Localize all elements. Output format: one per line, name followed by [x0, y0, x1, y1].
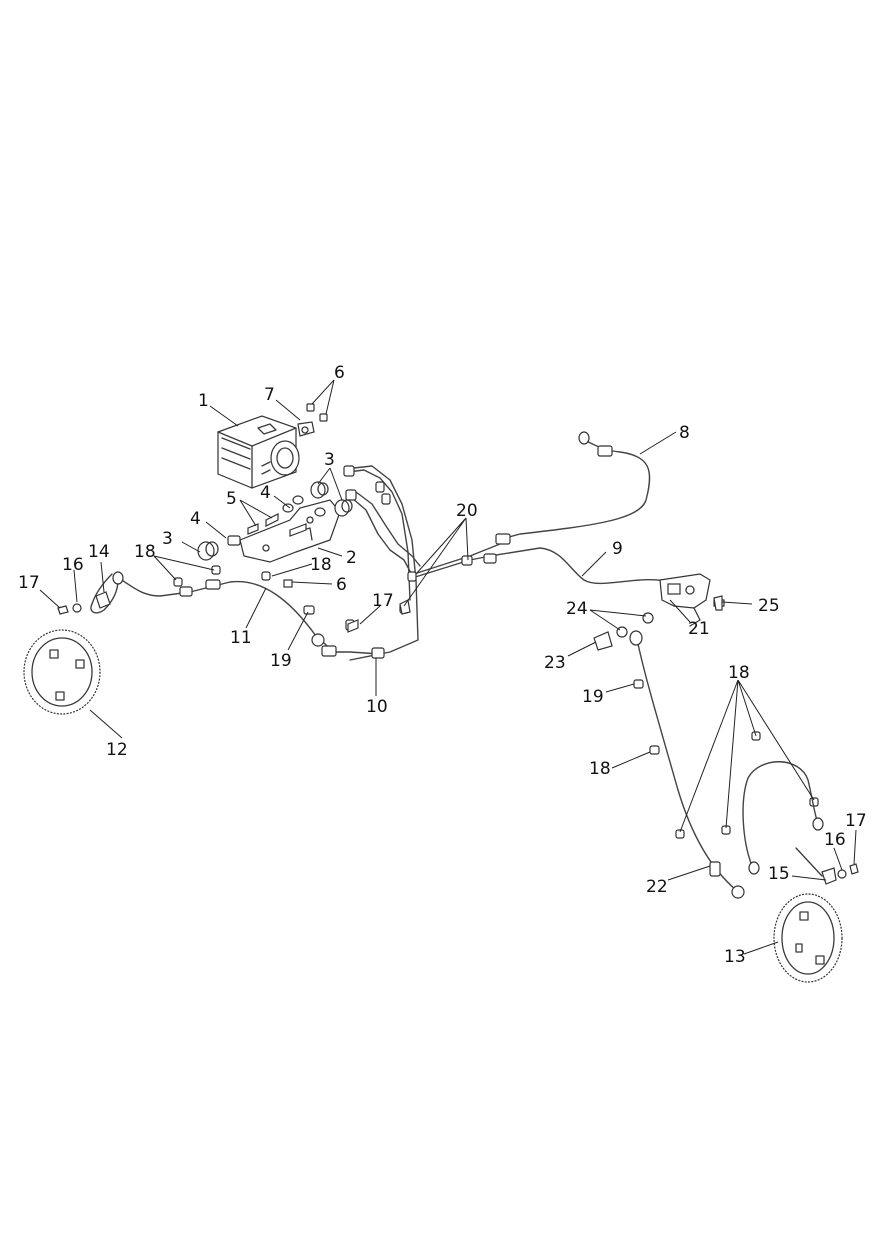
grommet-part — [197, 481, 353, 561]
callout-4-left: 4 — [190, 509, 201, 529]
callout-18-left: 18 — [134, 542, 156, 562]
clip-part — [633, 679, 819, 839]
callout-17-middle: 17 — [372, 591, 394, 611]
wheel-speed-sensor-front — [90, 571, 124, 614]
callout-10: 10 — [366, 697, 388, 717]
wheel-speed-sensor-rear — [742, 761, 859, 885]
clip-part — [173, 565, 355, 631]
callout-5: 5 — [226, 489, 237, 509]
callout-17-left: 17 — [18, 573, 40, 593]
callout-1: 1 — [198, 391, 209, 411]
callout-21: 21 — [688, 619, 710, 639]
callout-9: 9 — [612, 539, 623, 559]
callout-4-right: 4 — [260, 483, 271, 503]
callout-11: 11 — [230, 628, 252, 648]
callout-6-lower: 6 — [336, 575, 347, 595]
callout-18-middle: 18 — [310, 555, 332, 575]
callout-19-left: 19 — [270, 651, 292, 671]
callout-13: 13 — [724, 947, 746, 967]
callout-16-left: 16 — [62, 555, 84, 575]
callout-22: 22 — [646, 877, 668, 897]
abs-reluctor-ring-front — [23, 629, 101, 715]
washer-part — [57, 603, 82, 615]
callout-18-rear: 18 — [589, 759, 611, 779]
abs-modulator-part — [217, 415, 300, 489]
leader-lines — [39, 379, 857, 955]
brake-hose-11 — [91, 573, 385, 659]
callout-20: 20 — [456, 501, 478, 521]
callout-23: 23 — [544, 653, 566, 673]
callout-labels: 1 2 3 3 4 4 5 6 6 7 8 9 10 11 12 13 14 1… — [18, 363, 867, 967]
callout-2: 2 — [346, 548, 357, 568]
callout-15: 15 — [768, 864, 790, 884]
bolt-part — [347, 599, 411, 633]
callout-12: 12 — [106, 740, 128, 760]
brake-pipe-bundle — [343, 465, 421, 661]
callout-6-top: 6 — [334, 363, 345, 383]
callout-18-rear-group: 18 — [728, 663, 750, 683]
callout-17-right: 17 — [845, 811, 867, 831]
junction-block-part — [659, 573, 725, 627]
abs-reluctor-ring-rear — [773, 893, 843, 983]
brake-hose-8 — [495, 431, 651, 545]
bolt-part — [297, 403, 328, 437]
bolt-part — [713, 595, 723, 611]
brake-hose-22 — [629, 630, 745, 899]
callout-24: 24 — [566, 599, 588, 619]
callout-14: 14 — [88, 542, 110, 562]
spacer-part — [227, 495, 326, 546]
callout-19-rear: 19 — [582, 687, 604, 707]
bolt-part — [247, 513, 307, 588]
callout-25: 25 — [758, 596, 780, 616]
callout-3-right: 3 — [324, 450, 335, 470]
callout-3-left: 3 — [162, 529, 173, 549]
callout-16-right: 16 — [824, 830, 846, 850]
callout-8: 8 — [679, 423, 690, 443]
callout-7: 7 — [264, 385, 275, 405]
